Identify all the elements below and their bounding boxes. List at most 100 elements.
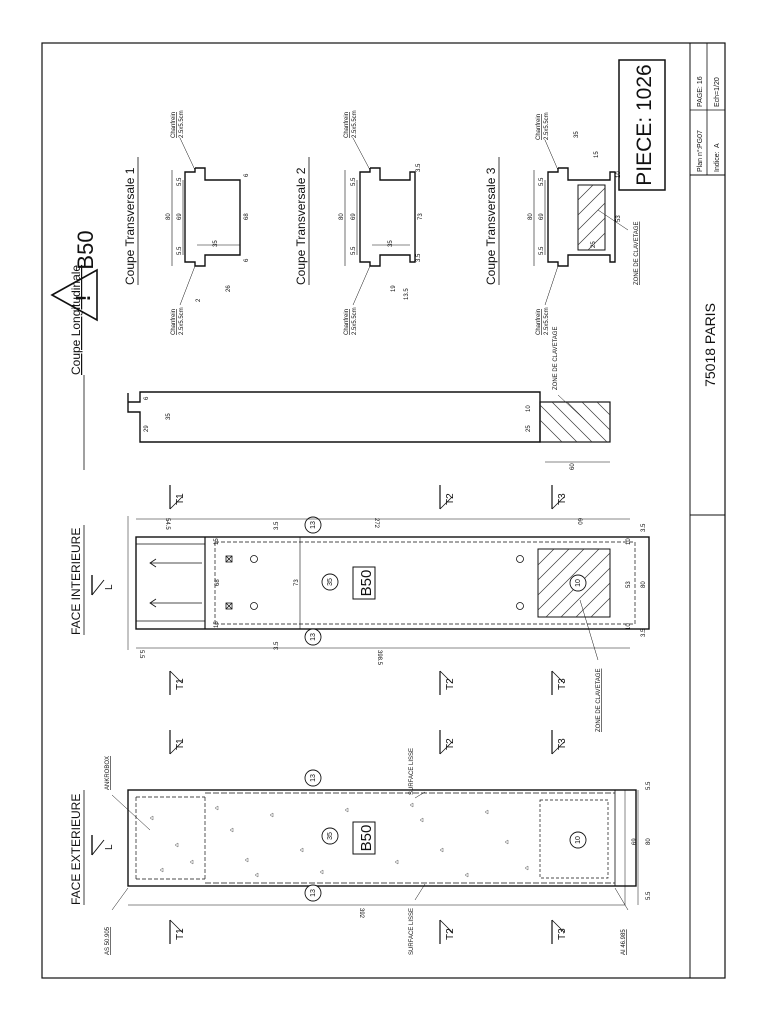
marker-t2-c: T2 [445, 738, 456, 750]
title-face-interieure: FACE INTERIEURE [69, 528, 83, 635]
dim-c1-68: 68 [244, 213, 250, 220]
coupe-longitudinale: 60 29 6 35 10 25 ZONE DE CLAVETAGE [127, 327, 611, 470]
dim-c2-35: 35 [388, 240, 394, 247]
dim-ext-55b: 5.5 [646, 891, 652, 900]
dim-c3-25: 25 [591, 241, 597, 248]
dim-c2-80: 80 [339, 213, 345, 220]
type-code: B50 [73, 230, 98, 269]
bubble-13-int-a: 13 [310, 521, 317, 529]
title-coupe-longitudinale: Coupe Longitudinale [69, 265, 83, 375]
dim-c2-55a: 5.5 [351, 177, 357, 186]
dim-int-68: 68 [215, 579, 221, 586]
address-text: 75018 PARIS [702, 303, 718, 387]
b50-label-int: B50 [358, 570, 375, 597]
bubble-13-int-b: 13 [310, 633, 317, 641]
marker-t1-b: T1 [175, 678, 186, 690]
chanfrein-c2-bottom: Chanfrein [344, 309, 350, 335]
dim-cl-10: 10 [526, 405, 532, 412]
label-zone-clavetage-c3: ZONE DE CLAVETAGE [634, 222, 640, 285]
chanfrein-c3-bottom: Chanfrein [536, 309, 542, 335]
chanfrein-c1-top: Chanfrein [171, 112, 177, 138]
section-markers: T1 T2 T3 T1 T2 T3 T1 T2 T3 T1 T2 T3 [169, 485, 568, 944]
marker-t3-c: T3 [557, 738, 568, 750]
marker-t3-b: T3 [557, 678, 568, 690]
chanfrein-dim-c3-top: 2.5x5.5cm [544, 112, 550, 140]
dim-cl-60: 60 [570, 463, 576, 470]
dim-int-35c: 3.5 [641, 523, 647, 532]
section-titles: Coupe Longitudinale Coupe Transversale 1… [69, 157, 500, 905]
marker-t3-d: T3 [557, 928, 568, 940]
view-marker-interieure: L [91, 575, 115, 596]
piece-box [618, 59, 666, 191]
piece-number: PIECE: 1026 [633, 64, 656, 185]
warning-triangle-icon [50, 268, 98, 322]
label-ankrobox: ANKROBOX [105, 756, 111, 790]
dim-int-3985: 398.5 [376, 650, 382, 666]
dim-c2-35b: 3.5 [416, 253, 422, 262]
chanfrein-c1-bottom: Chanfrein [171, 309, 177, 335]
dim-c2-19: 19 [391, 285, 397, 292]
marker-t3-a: T3 [557, 493, 568, 505]
marker-t1-d: T1 [175, 928, 186, 940]
chanfrein-dim-c2-bottom: 2.5x5.5cm [352, 307, 358, 335]
bubble-10-int: 10 [575, 579, 582, 587]
dim-cl-25: 25 [526, 425, 532, 432]
dim-c1-69: 69 [177, 213, 183, 220]
view-marker-exterieure: L [91, 835, 115, 856]
coupe-transversale-3: 80 69 5.5 5.5 53 10 25 35 15 Chanfrein 2… [528, 112, 640, 335]
page-number: PAGE: 16 [697, 76, 704, 107]
dim-cl-29: 29 [144, 425, 150, 432]
bubble-13-ext-a: 13 [310, 774, 317, 782]
dim-int-10a: 10 [626, 538, 632, 545]
dim-int-545: 54.5 [164, 518, 170, 530]
dim-int-272: 272 [373, 518, 379, 529]
dim-c2-35a: 3.5 [416, 163, 422, 172]
dim-int-35d: 3.5 [641, 628, 647, 637]
dim-c3-55b: 5.5 [539, 246, 545, 255]
dim-c3-35: 35 [574, 131, 580, 138]
indice-label: Indice: [714, 151, 721, 172]
title-coupe-1: Coupe Transversale 1 [123, 167, 137, 285]
sheet-frame [41, 42, 726, 979]
dim-c1-35: 35 [213, 240, 219, 247]
dim-int-60: 60 [576, 518, 582, 525]
label-zone-clavetage-int: ZONE DE CLAVETAGE [596, 669, 602, 732]
marker-t2-a: T2 [445, 493, 456, 505]
label-zone-clavetage-cl: ZONE DE CLAVETAGE [553, 327, 559, 390]
face-exterieure: 13 13 35 10 B50 392 69 80 5.5 5.5 ANKROB… [105, 748, 652, 955]
dim-int-15b: 15 [214, 621, 220, 628]
dim-c1-6b: 6 [244, 258, 250, 262]
title-coupe-2: Coupe Transversale 2 [294, 167, 308, 285]
dim-c2-135: 13.5 [404, 288, 410, 300]
label-as: AS 50.905 [105, 926, 111, 955]
dim-c1-2: 2 [196, 298, 202, 302]
dim-c3-53: 53 [616, 215, 622, 222]
label-ai: AI 46.985 [621, 929, 627, 955]
marker-t2-d: T2 [445, 928, 456, 940]
warning-mark: ! [73, 295, 95, 302]
coupe-transversale-1: 80 69 5.5 5.5 68 35 6 6 26 2 Chanfrein 2… [166, 110, 250, 335]
label-surface-lisse-a: SURFACE LISSE [409, 748, 415, 795]
label-surface-lisse-b: SURFACE LISSE [409, 908, 415, 955]
dim-c1-80: 80 [166, 213, 172, 220]
chanfrein-c2-top: Chanfrein [344, 112, 350, 138]
bubble-35-int: 35 [327, 578, 334, 586]
dim-c1-26: 26 [226, 285, 232, 292]
chanfrein-c3-top: Chanfrein [536, 114, 542, 140]
title-block: 75018 PARIS Plan n°: PG07 Indice: A PAGE… [689, 43, 725, 978]
dim-ext-55a: 5.5 [646, 781, 652, 790]
marker-l-interieure: L [104, 584, 115, 590]
dim-c1-6a: 6 [244, 173, 250, 177]
dim-int-10b: 10 [626, 623, 632, 630]
chanfrein-dim-c3-bottom: 2.5x5.5cm [544, 307, 550, 335]
dim-c1-55a: 5.5 [177, 177, 183, 186]
dim-c2-55b: 5.5 [351, 246, 357, 255]
dim-int-35a: 3.5 [274, 521, 280, 530]
dim-int-80: 80 [641, 581, 647, 588]
plan-no-label: Plan n°: [696, 147, 704, 172]
dim-int-35b: 3.5 [274, 641, 280, 650]
dim-ext-80: 80 [646, 838, 652, 845]
dim-c3-10: 10 [616, 171, 622, 178]
dim-c3-69: 69 [539, 213, 545, 220]
